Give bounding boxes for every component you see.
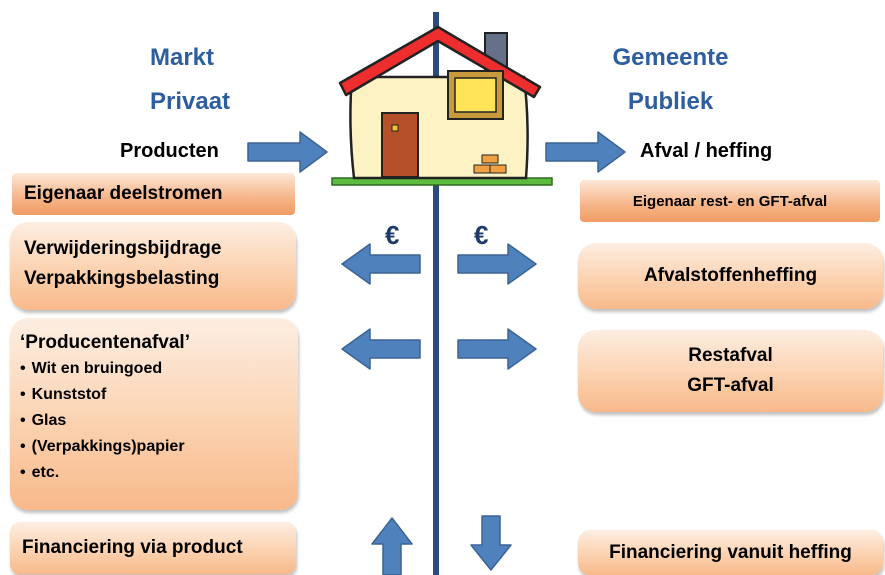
right-waste-box: Restafval GFT-afval xyxy=(578,330,883,412)
right-euro-symbol: € xyxy=(474,220,489,250)
left-financing-label: Financiering via product xyxy=(22,537,243,558)
producer-waste-title: ‘Producentenafval’ xyxy=(20,332,190,353)
right-financing-label: Financiering vanuit heffing xyxy=(609,541,852,563)
right-header-line2: Publiek xyxy=(627,88,714,115)
producer-waste-box: ‘Producentenafval’ Wit en bruingoed Kuns… xyxy=(10,318,298,510)
left-fee-box: Verwijderingsbijdrage Verpakkingsbelasti… xyxy=(10,222,296,310)
left-waste-arrow-icon xyxy=(341,328,421,370)
list-item: Kunststof xyxy=(20,382,298,408)
right-financing-box: Financiering vanuit heffing xyxy=(578,530,883,575)
right-waste-line2: GFT-afval xyxy=(687,375,774,396)
left-owner-strip: Eigenaar deelstromen xyxy=(12,173,295,215)
down-arrow-icon xyxy=(470,515,512,571)
list-item: (Verpakkings)papier xyxy=(20,434,298,460)
inflow-arrow-icon xyxy=(247,131,328,173)
left-header: Markt Privaat xyxy=(150,40,230,120)
producer-waste-list: Wit en bruingoed Kunststof Glas (Verpakk… xyxy=(20,356,298,486)
right-owner-strip: Eigenaar rest- en GFT-afval xyxy=(580,180,880,222)
left-owner-label: Eigenaar deelstromen xyxy=(24,183,223,204)
outflow-arrow-icon xyxy=(545,131,626,173)
inflow-label: Producten xyxy=(120,140,219,162)
center-divider xyxy=(433,12,439,575)
right-owner-label: Eigenaar rest- en GFT-afval xyxy=(632,192,828,210)
list-item: Wit en bruingoed xyxy=(20,356,298,382)
right-header-line1: Gemeente xyxy=(612,44,729,71)
right-header: Gemeente Publiek xyxy=(598,40,743,120)
left-euro-symbol: € xyxy=(385,220,400,250)
right-money-arrow-icon xyxy=(457,243,537,285)
list-item: etc. xyxy=(20,460,298,486)
left-header-line2: Privaat xyxy=(150,88,231,115)
up-arrow-icon xyxy=(371,517,413,575)
right-waste-arrow-icon xyxy=(457,328,537,370)
left-fee-line2: Verpakkingsbelasting xyxy=(24,268,220,289)
right-waste-line1: Restafval xyxy=(688,345,773,366)
left-money-arrow-icon xyxy=(341,243,421,285)
list-item: Glas xyxy=(20,408,298,434)
right-fee-box: Afvalstoffenheffing xyxy=(578,243,883,309)
house-icon xyxy=(331,25,553,186)
left-financing-box: Financiering via product xyxy=(10,522,296,574)
left-header-line1: Markt xyxy=(150,44,215,71)
left-fee-line1: Verwijderingsbijdrage xyxy=(24,238,222,259)
right-fee-line1: Afvalstoffenheffing xyxy=(643,265,818,286)
outflow-label: Afval / heffing xyxy=(640,140,773,162)
